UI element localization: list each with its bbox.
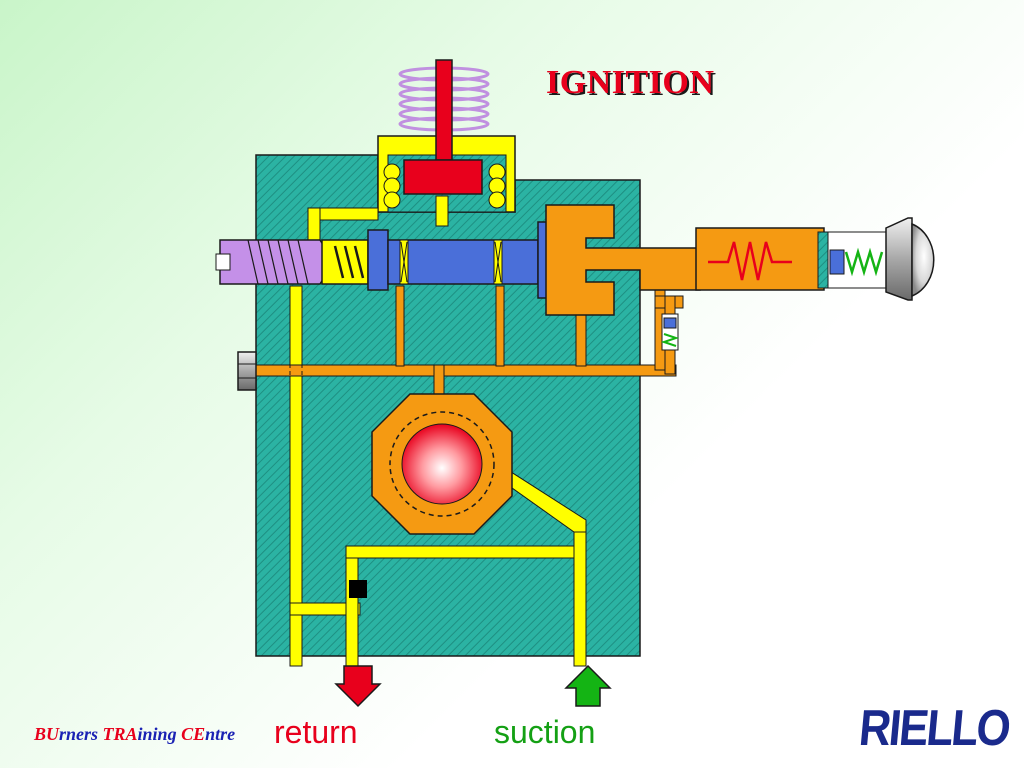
end-cap-nut [885, 217, 935, 301]
suction-label: suction [494, 714, 596, 750]
brand-part3-rest: ntre [205, 724, 236, 744]
valve-spring [321, 239, 369, 285]
suction-channels [289, 195, 587, 667]
gear-pump [371, 393, 513, 535]
return-valve-plug [349, 580, 367, 598]
return-arrow [334, 665, 382, 708]
brand-part1-rest: rners [59, 724, 103, 744]
brand-part3-caps: CE [181, 724, 206, 744]
solenoid-plunger [403, 59, 483, 195]
check-valve [660, 313, 680, 351]
coil-rings [383, 163, 506, 209]
brand-part1-caps: BU [34, 724, 60, 744]
brand-part2-rest: ining [137, 724, 182, 744]
valve-chamber [545, 204, 701, 316]
slide-title: IGNITION [546, 64, 715, 101]
footer-brand: BUrners TRAining CEntre [34, 724, 235, 745]
riello-logo: RIELLO [856, 700, 1012, 757]
pump-rotor [401, 423, 483, 505]
brand-part2-caps: TRA [102, 724, 138, 744]
adjustment-screw [215, 239, 335, 285]
return-label: return [274, 714, 358, 750]
suction-arrow [564, 664, 612, 707]
heater-cartridge [695, 227, 889, 291]
side-plug [237, 351, 257, 391]
